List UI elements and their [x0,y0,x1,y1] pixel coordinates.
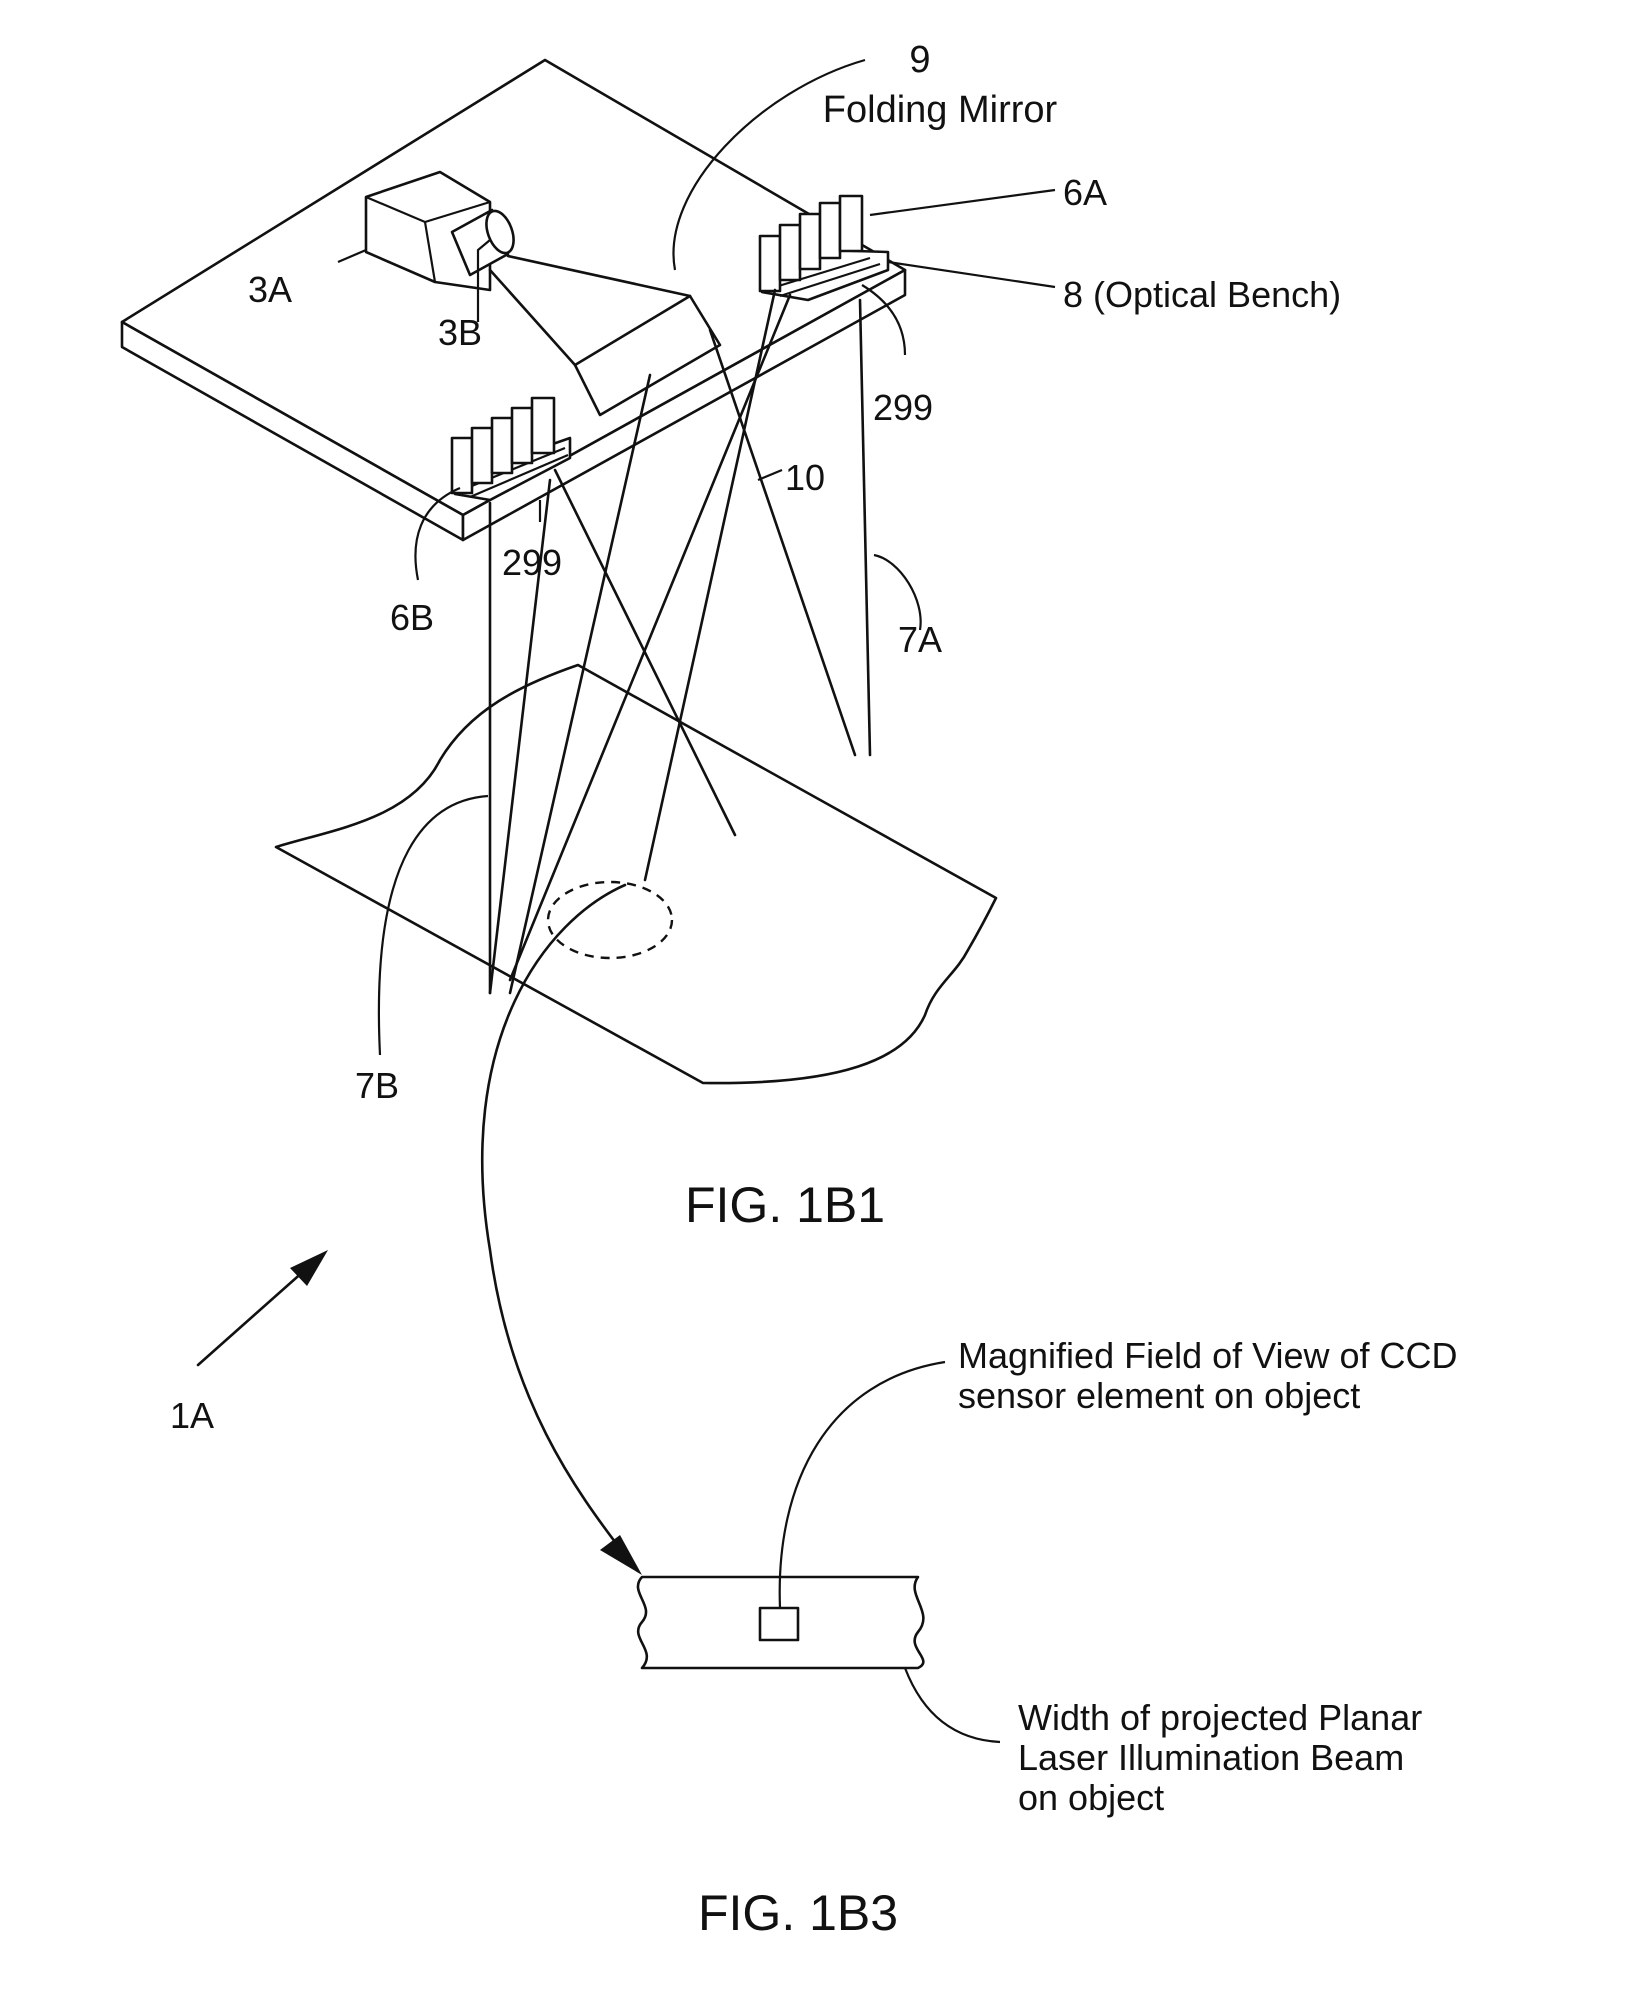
magnification-arrow [482,885,642,1575]
beam-width-callout-line3: on object [1018,1777,1164,1818]
label-3a: 3A [248,269,292,310]
label-6a: 6A [1063,172,1107,213]
label-299-right: 299 [873,387,933,428]
reference-1a: 1A [170,1250,328,1436]
fig-1b3-caption: FIG. 1B3 [698,1885,898,1941]
beam-width-callout-line1: Width of projected Planar [1018,1697,1422,1738]
fig-1b1-caption: FIG. 1B1 [685,1177,885,1233]
label-1a: 1A [170,1395,214,1436]
label-7b: 7B [355,1065,399,1106]
ccd-field-callout-line2: sensor element on object [958,1375,1360,1416]
label-7a: 7A [898,619,942,660]
fig-1b3-drawing: Magnified Field of View of CCD sensor el… [638,1335,1458,1941]
ccd-field-callout-line1: Magnified Field of View of CCD [958,1335,1458,1376]
object-surface [276,665,996,1083]
label-299-left: 299 [502,542,562,583]
ccd-sensor-field-square [760,1608,798,1640]
label-8-optical-bench: 8 (Optical Bench) [1063,274,1341,315]
label-6b: 6B [390,597,434,638]
label-3b: 3B [438,312,482,353]
label-10: 10 [785,457,825,498]
label-9-number: 9 [909,39,930,81]
ccd-field-leader [780,1362,945,1608]
beam-width-leader [905,1668,1000,1742]
beam-width-callout-line2: Laser Illumination Beam [1018,1737,1404,1778]
label-9-folding-mirror: Folding Mirror [823,89,1058,131]
